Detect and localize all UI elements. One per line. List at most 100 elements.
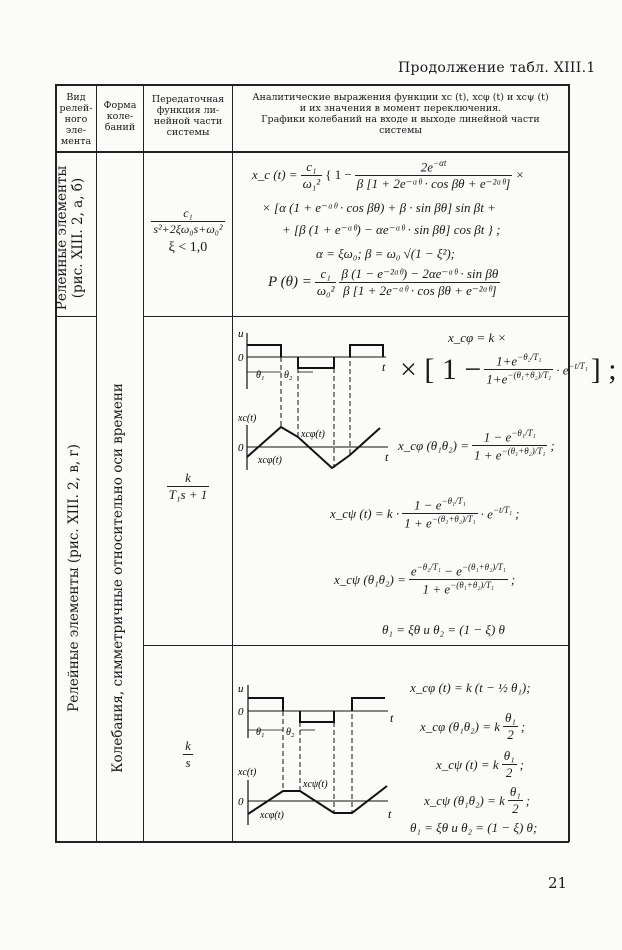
input-pulse-positive <box>248 697 284 711</box>
tf-numerator: c₁ <box>151 206 225 222</box>
xc-label: xc(t) <box>238 767 257 778</box>
lhs: x_cφ (θ₁θ₂) = <box>398 437 469 453</box>
brace: { 1 − <box>325 167 352 183</box>
lhs: P (θ) = <box>268 274 312 290</box>
den-exp: −(θ₁+θ₂)/T₁ <box>431 514 476 525</box>
num: θ₁ <box>507 784 523 801</box>
xcpsi-label: xcψ(t) <box>302 779 328 790</box>
num: β (1 − e⁻²ᵅᶿ) − 2αe⁻ᵅᶿ · sin βθ <box>339 266 501 283</box>
xcphi-label: xcφ(t) <box>259 810 285 821</box>
num: c₁ <box>300 159 323 176</box>
num-exp: −θ₁/T₁ <box>511 428 536 438</box>
table-continuation-caption: Продолжение табл. XIII.1 <box>398 60 596 76</box>
page-number: 21 <box>548 874 568 892</box>
den: 1 + e <box>404 515 432 531</box>
row3-oscillation-graph: u 0 t θ₁ θ₂ xc(t) 0 t xcψ(t) xcφ(t) <box>238 683 394 825</box>
num: 1 − e <box>413 497 442 513</box>
num-base: 2e <box>420 159 434 175</box>
input-pulse-positive <box>247 344 282 357</box>
post: ; <box>525 792 531 808</box>
body: (t − ½ θ₁); <box>474 680 531 695</box>
lhs: x_c (t) = <box>252 167 298 183</box>
xcphi-label-2: xcφ(t) <box>257 455 283 466</box>
post: ; <box>520 718 526 734</box>
zero-label: 0 <box>238 706 244 718</box>
num1-exp: −θ₂/T₁ <box>416 562 441 572</box>
column-header-analytic-expressions: Аналитические выражения функции xc (t), … <box>252 92 549 136</box>
bracket-close: ] ; <box>590 352 617 386</box>
num: θ₁ <box>503 710 518 727</box>
den: β [1 + 2e⁻ᵅᶿ · cos βθ + e⁻²ᵅᶿ] <box>343 283 497 298</box>
u-label: u <box>238 328 244 340</box>
den: 1 + e <box>473 447 502 463</box>
num: θ₁ <box>501 748 517 765</box>
den: 1 + e <box>422 581 451 597</box>
theta1-label: θ₁ <box>256 370 264 381</box>
input-pulse-positive-2 <box>349 344 384 357</box>
row2-formula-b: x_cφ (θ₁θ₂) = 1 − e−θ₁/T₁ 1 + e−(θ₁+θ₂)/T… <box>398 428 555 464</box>
row2-formula-theta: θ₁ = ξθ и θ₂ = (1 − ξ) θ <box>382 622 505 637</box>
lhs: x_cψ (t) = k <box>436 756 499 772</box>
zero-label: 0 <box>238 352 244 364</box>
den: ω₁² <box>302 175 321 191</box>
theta1-label: θ₁ <box>256 727 264 738</box>
num: c₁ <box>314 266 337 283</box>
lhs: x_cψ (θ₁θ₂) = k <box>424 792 505 808</box>
row2-formula-a1: x_cφ = k × <box>448 330 507 345</box>
tf-numerator: k <box>183 738 193 755</box>
lhs: x_cψ (t) = k · <box>330 505 400 521</box>
theta2-label: θ₂ <box>284 370 293 381</box>
tf-condition: ξ < 1,0 <box>168 240 208 255</box>
column-header-oscillation-form: Форма коле- баний <box>103 100 137 133</box>
lhs: x_cψ (θ₁θ₂) = <box>334 571 406 587</box>
mid-exp: −t/T₁ <box>568 361 588 372</box>
output-curve <box>247 785 388 815</box>
num-exp: −αt <box>433 158 447 168</box>
den-exp: −(θ₁+θ₂)/T₁ <box>501 446 546 457</box>
num-exp: −θ₁/T₁ <box>441 496 466 506</box>
tf-denominator: s²+2ξω₀s+ω₀² <box>153 222 223 236</box>
den: 2 <box>512 801 519 816</box>
xc-label: xc(t) <box>238 413 257 424</box>
num: 1 − e <box>483 429 512 445</box>
t-label-2: t <box>388 807 392 821</box>
den-exp: −(θ₁+θ₂)/T₁ <box>507 370 552 381</box>
input-pulse-positive-2 <box>351 697 385 711</box>
tf-denominator: s <box>185 755 191 770</box>
num: 2e−αt <box>354 158 513 177</box>
num1: e <box>410 563 417 579</box>
u-label: u <box>238 683 244 695</box>
tf-numerator: k <box>166 470 210 487</box>
num: 1+e <box>496 353 518 369</box>
den: ω₀² <box>316 283 335 298</box>
tf-denominator: T₁s + 1 <box>168 487 208 502</box>
row2-oscillation-graph: u 0 t θ₁ θ₂ xc(t) 0 t xcφ(t) xcφ(t) <box>238 328 389 470</box>
column-header-element-type: Вид релей- ного эле- мента <box>59 92 93 147</box>
mid-exp: −t/T₁ <box>492 505 513 516</box>
den: β [1 + 2e⁻ᵅᶿ · cos βθ + e⁻²ᵅᶿ] <box>356 176 511 192</box>
row1-formula-line2: × [α (1 + e⁻ᵅᶿ · cos βθ) + β · sin βθ] s… <box>262 200 496 215</box>
post: ; <box>515 505 520 521</box>
output-curve <box>246 425 381 470</box>
row3-formula-1: x_cφ (t) = k(t − ½ θ₁); <box>410 680 531 696</box>
post: ; <box>519 756 524 772</box>
den: 1+e <box>486 371 508 387</box>
row1-element-type: Релейные элементы (рис. XIII. 2, а, б) <box>54 165 86 311</box>
den: 2 <box>507 727 514 742</box>
t-label-2: t <box>385 450 389 464</box>
num2-exp: −(θ₁+θ₂)/T₁ <box>461 562 506 572</box>
post: ; <box>550 437 555 453</box>
mid: · e <box>556 362 569 378</box>
input-pulse-negative <box>297 357 335 369</box>
row1-formula-alpha-beta: α = ξω₀; β = ω₀ √(1 − ξ²); <box>316 246 455 261</box>
input-pulse-negative <box>299 711 335 723</box>
